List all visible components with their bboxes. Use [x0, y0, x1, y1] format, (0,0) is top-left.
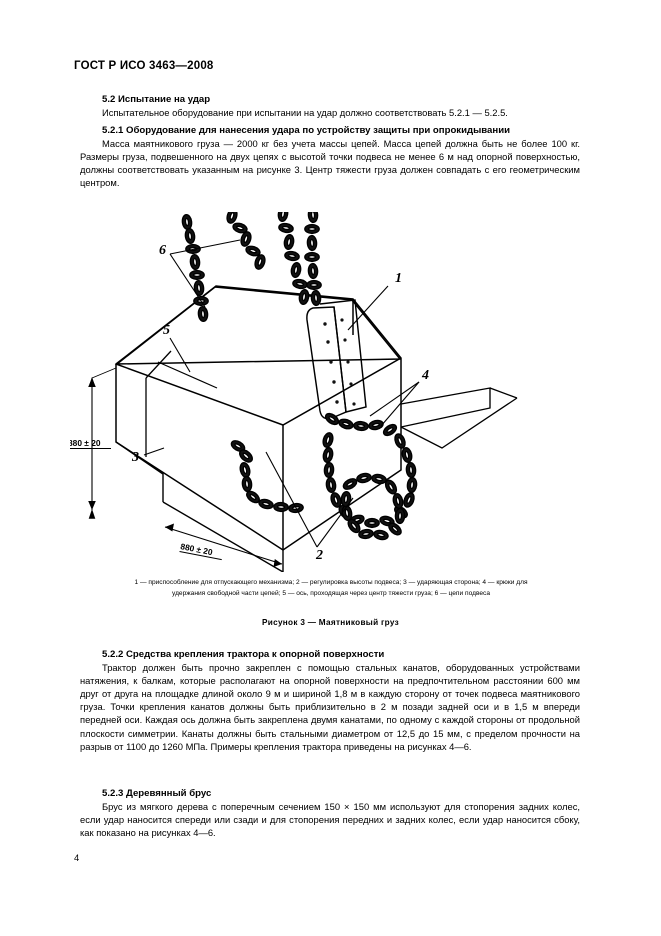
figure-3-legend-line-1: 1 — приспособление для отпускающего меха… [134, 579, 528, 586]
figure-3-legend-line-2: удержания свободной части цепей; 5 — ось… [172, 589, 490, 597]
heading-5-2-3: 5.2.3 Деревянный брус [102, 788, 212, 799]
heading-5-2: 5.2 Испытание на удар [102, 94, 211, 105]
paragraph-5-2-1-0: Масса маятникового груза — 2000 кг без у… [80, 138, 580, 189]
paragraph-5-2-0: Испытательное оборудование при испытании… [102, 107, 508, 119]
figure-3-legend: 1 — приспособление для отпускающего меха… [74, 578, 588, 599]
figure-callout-5: 5 [163, 323, 170, 338]
figure-callout-1: 1 [395, 271, 402, 286]
running-header: ГОСТ Р ИСО 3463—2008 [74, 60, 214, 72]
paragraph-5-2-2-0: Трактор должен быть прочно закреплен с п… [80, 662, 580, 752]
figure-3-artwork: 6 5 1 4 3 2 880 ± 20 880 ± 20 [70, 212, 591, 572]
heading-5-2-1: 5.2.1 Оборудование для нанесения удара п… [102, 125, 510, 136]
figure-dimension-height: 880 ± 20 [70, 438, 101, 448]
figure-callout-4: 4 [421, 368, 429, 383]
heading-5-2-2: 5.2.2 Средства крепления трактора к опор… [102, 649, 385, 660]
figure-3-caption: Рисунок 3 — Маятниковый груз [262, 618, 399, 627]
figure-3: 6 5 1 4 3 2 880 ± 20 880 ± 20 [70, 212, 591, 572]
section-5-2: 5.2 Испытание на удар Испытательное обор… [80, 93, 580, 119]
page-number: 4 [74, 852, 80, 863]
section-5-2-3: 5.2.3 Деревянный брус Брус из мягкого де… [80, 787, 580, 839]
figure-callout-6: 6 [159, 243, 166, 258]
section-5-2-2: 5.2.2 Средства крепления трактора к опор… [80, 648, 580, 753]
figure-callout-2: 2 [315, 548, 323, 563]
figure-callout-3: 3 [131, 450, 139, 465]
section-5-2-1: 5.2.1 Оборудование для нанесения удара п… [80, 124, 580, 189]
paragraph-5-2-3-0: Брус из мягкого дерева с поперечным сече… [80, 801, 580, 839]
